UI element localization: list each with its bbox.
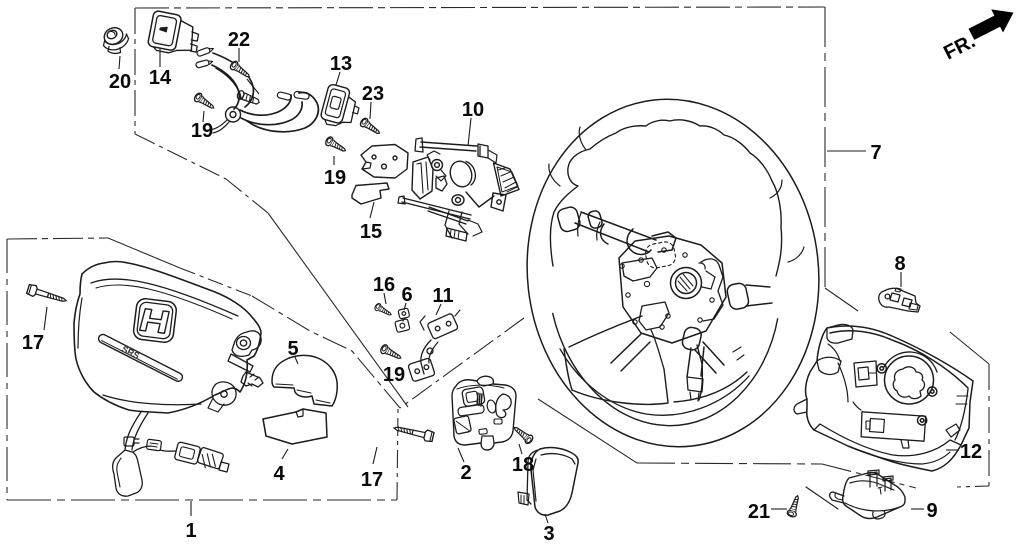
svg-text:5: 5 xyxy=(287,338,298,360)
svg-text:19: 19 xyxy=(383,364,405,386)
svg-text:1: 1 xyxy=(185,520,196,542)
svg-text:21: 21 xyxy=(748,501,770,523)
svg-text:19: 19 xyxy=(191,120,213,142)
svg-text:3: 3 xyxy=(543,523,554,545)
svg-text:19: 19 xyxy=(324,167,346,189)
svg-text:11: 11 xyxy=(432,285,453,307)
svg-text:17: 17 xyxy=(22,332,44,354)
svg-text:20: 20 xyxy=(109,71,131,93)
svg-text:14: 14 xyxy=(149,67,172,89)
svg-text:16: 16 xyxy=(373,274,395,296)
svg-text:17: 17 xyxy=(361,469,383,491)
svg-text:13: 13 xyxy=(330,53,352,75)
svg-text:18: 18 xyxy=(512,454,534,476)
svg-text:8: 8 xyxy=(894,253,905,275)
svg-text:2: 2 xyxy=(460,462,471,484)
svg-text:6: 6 xyxy=(401,284,412,306)
svg-text:10: 10 xyxy=(462,99,484,121)
svg-text:23: 23 xyxy=(362,83,384,105)
svg-text:7: 7 xyxy=(870,142,881,164)
svg-text:22: 22 xyxy=(228,29,250,51)
svg-text:9: 9 xyxy=(926,500,937,522)
svg-text:SRS: SRS xyxy=(120,344,141,361)
svg-text:4: 4 xyxy=(273,463,285,485)
svg-text:15: 15 xyxy=(360,221,382,243)
svg-text:12: 12 xyxy=(960,441,982,463)
